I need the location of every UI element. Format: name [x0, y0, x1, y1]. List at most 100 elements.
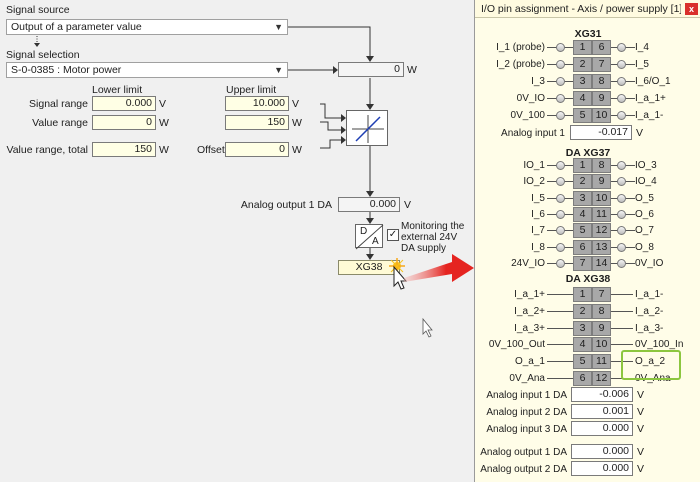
- lower-limit-header: Lower limit: [92, 84, 143, 96]
- pin-wire: [547, 344, 573, 346]
- chevron-down-icon[interactable]: ▼: [274, 22, 283, 32]
- value-range-upper-input[interactable]: 150: [225, 115, 289, 130]
- pin-number: 4: [573, 206, 592, 222]
- scaling-curve-icon: [352, 115, 384, 143]
- signal-source-select[interactable]: Output of a parameter value ▼: [6, 19, 288, 35]
- pin-led-icon: [617, 226, 626, 236]
- pin-number: 3: [573, 320, 592, 336]
- signal-range-label: Signal range: [29, 98, 88, 110]
- pin-wire: [547, 361, 573, 363]
- pin-led-icon: [556, 177, 565, 187]
- pin-led-icon: [617, 209, 626, 219]
- pin-number: 5: [573, 108, 592, 123]
- pin-label-left: I_1 (probe): [496, 42, 545, 53]
- da-bottom-label: A: [372, 236, 379, 247]
- pin-led-icon: [617, 111, 626, 120]
- signal-selection-select[interactable]: S-0-0385 : Motor power ▼: [6, 62, 288, 78]
- analog-io-unit: V: [637, 389, 645, 401]
- xg31-analog-input-unit: V: [636, 127, 644, 139]
- signal-range-upper-input[interactable]: 10.000: [225, 96, 289, 111]
- pin-label-right: O_5: [635, 192, 654, 204]
- value-range-upper-unit: W: [292, 117, 302, 129]
- pin-number: 2: [573, 303, 592, 319]
- pin-label-left: 24V_IO: [511, 257, 545, 269]
- pin-number: 1: [573, 158, 592, 173]
- chevron-down-icon[interactable]: ▼: [274, 65, 283, 75]
- pin-number: 6: [573, 239, 592, 255]
- pin-led-icon: [556, 226, 565, 236]
- highlight-frame: [621, 350, 681, 380]
- pin-led-icon: [556, 111, 565, 120]
- analog-io-label: Analog input 3 DA: [486, 424, 567, 435]
- pin-wire: [611, 310, 633, 312]
- signal-range-lower-input[interactable]: 0.000: [92, 96, 156, 111]
- analog-io-value: 0.001: [571, 404, 633, 419]
- xg38-button[interactable]: XG38: [338, 260, 400, 275]
- pin-led-icon: [617, 177, 626, 187]
- xg31-header: XG31: [574, 28, 602, 40]
- xg31-analog-input-label: Analog input 1: [501, 128, 565, 139]
- analog-io-label: Analog input 2 DA: [486, 407, 567, 418]
- pin-led-icon: [556, 60, 565, 69]
- pin-label-right: I_4: [635, 42, 649, 53]
- pin-label-left: I_6: [531, 208, 545, 220]
- pin-label-left: IO_2: [523, 176, 545, 188]
- pin-number: 5: [573, 223, 592, 239]
- pin-label-left: 0V_IO: [516, 93, 545, 104]
- panel-title-bar: I/O pin assignment - Axis / power supply…: [475, 0, 700, 18]
- pin-led-icon: [617, 43, 626, 52]
- pin-led-icon: [556, 43, 565, 52]
- analog-output-1-da-label: Analog output 1 DA: [240, 199, 332, 211]
- pin-number: 5: [573, 354, 592, 370]
- pin-number: 10: [592, 190, 611, 206]
- pin-led-icon: [617, 94, 626, 103]
- offset-label: Offset: [197, 144, 225, 156]
- pin-label-left: I_a_3+: [514, 322, 545, 334]
- pin-wire: [611, 344, 633, 346]
- pin-wire: [547, 378, 573, 379]
- pin-number: 1: [573, 40, 592, 55]
- pin-label-right: 0V_IO: [635, 257, 664, 269]
- pin-led-icon: [617, 242, 626, 252]
- pin-led-icon: [556, 258, 565, 268]
- value-range-lower-input[interactable]: 0: [92, 115, 156, 130]
- pin-label-left: I_8: [531, 241, 545, 253]
- pin-label-left: 0V_100_Out: [488, 339, 545, 351]
- monitoring-checkbox[interactable]: ✓: [387, 229, 399, 241]
- pin-led-icon: [617, 193, 626, 203]
- pin-wire: [547, 294, 573, 295]
- pin-label-left: I_3: [531, 76, 545, 87]
- pin-label-right: I_a_1+: [635, 93, 666, 104]
- mouse-cursor-icon: [422, 317, 433, 338]
- pin-number: 12: [592, 223, 611, 239]
- pin-label-right: O_7: [635, 225, 654, 237]
- pin-number: 10: [592, 337, 611, 353]
- pin-number: 1: [573, 287, 592, 302]
- da-converter-block: D A: [355, 224, 384, 250]
- pin-led-icon: [556, 209, 565, 219]
- signal-selection-label: Signal selection: [6, 49, 80, 61]
- pin-led-icon: [556, 193, 565, 203]
- pin-led-icon: [556, 242, 565, 252]
- close-button[interactable]: x: [685, 3, 698, 15]
- value-range-total-label: Value range, total: [6, 144, 88, 156]
- signal-range-upper-unit: V: [292, 98, 300, 110]
- pin-number: 4: [573, 337, 592, 353]
- pin-label-right: I_a_1-: [635, 289, 664, 300]
- pin-led-icon: [617, 258, 626, 268]
- value-range-label: Value range: [32, 117, 88, 129]
- analog-io-unit: V: [637, 406, 645, 418]
- value-range-total-input[interactable]: 150: [92, 142, 156, 157]
- pin-label-left: I_a_2+: [514, 305, 545, 317]
- offset-unit: W: [292, 144, 302, 156]
- panel-title: I/O pin assignment - Axis / power supply…: [481, 3, 681, 15]
- pin-led-icon: [556, 77, 565, 86]
- pin-number: 2: [573, 57, 592, 72]
- offset-input[interactable]: 0: [225, 142, 289, 157]
- pin-label-right: 0V_100_In: [635, 339, 684, 351]
- pin-number: 6: [573, 371, 592, 386]
- da-diagonal: [355, 224, 384, 250]
- pin-label-right: I_a_2-: [635, 305, 664, 317]
